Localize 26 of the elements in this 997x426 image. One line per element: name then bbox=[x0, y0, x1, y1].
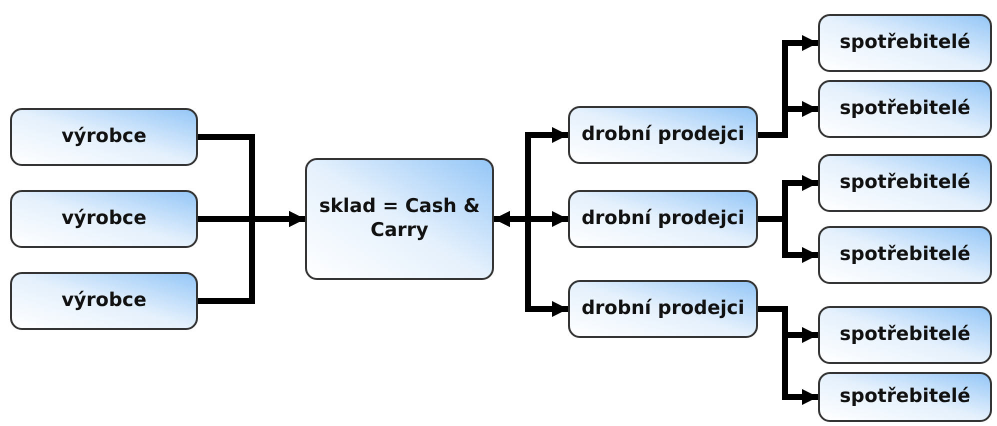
box-label: výrobce bbox=[62, 207, 146, 231]
box-label: sklad = Cash & Carry bbox=[318, 195, 481, 243]
box-label: drobní prodejci bbox=[581, 123, 745, 147]
box-label: spotřebitelé bbox=[840, 31, 970, 55]
process-box bbox=[568, 106, 758, 164]
box-label: drobní prodejci bbox=[581, 207, 745, 231]
process-box bbox=[818, 154, 992, 212]
process-box bbox=[818, 80, 992, 138]
process-box bbox=[818, 226, 992, 284]
process-box bbox=[10, 272, 198, 330]
box-label: drobní prodejci bbox=[581, 297, 745, 321]
process-box bbox=[10, 108, 198, 166]
process-box bbox=[818, 306, 992, 364]
process-box bbox=[305, 158, 494, 280]
process-box bbox=[10, 190, 198, 248]
box-label: spotřebitelé bbox=[840, 243, 970, 267]
box-label: spotřebitelé bbox=[840, 97, 970, 121]
box-label: výrobce bbox=[62, 125, 146, 149]
box-label: spotřebitelé bbox=[840, 171, 970, 195]
box-label: spotřebitelé bbox=[840, 385, 970, 409]
box-label: spotřebitelé bbox=[840, 323, 970, 347]
process-box bbox=[568, 280, 758, 338]
box-label: výrobce bbox=[62, 289, 146, 313]
process-box bbox=[568, 190, 758, 248]
process-box bbox=[818, 14, 992, 72]
process-box bbox=[818, 372, 992, 422]
